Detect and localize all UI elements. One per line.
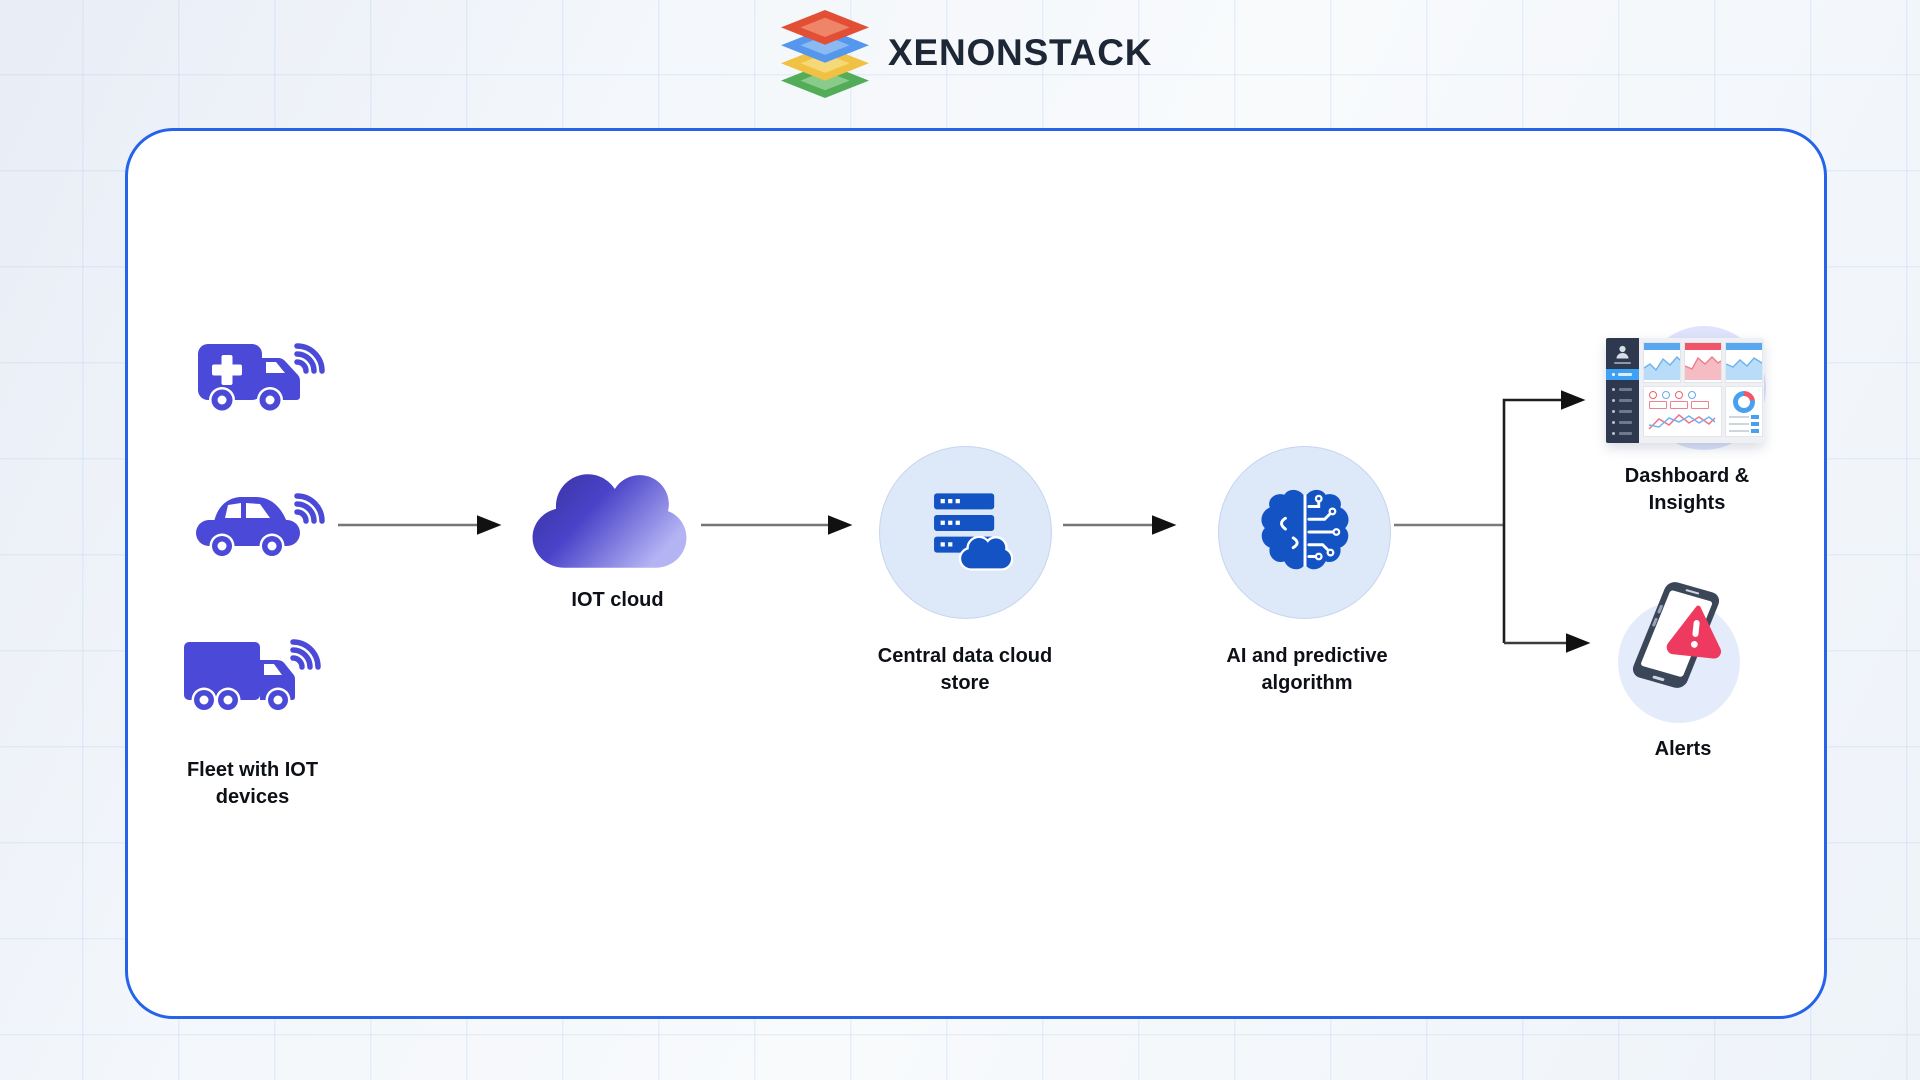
truck-icon — [184, 639, 321, 713]
alert-warning-icon — [1666, 605, 1721, 659]
dashboard-content — [1639, 338, 1767, 443]
logo-layer-blue — [781, 27, 869, 63]
xenonstack-logo-icon — [781, 10, 869, 98]
mini-chart-card — [1643, 342, 1681, 383]
mini-report-card — [1643, 386, 1722, 437]
brand-title: XENONSTACK — [888, 32, 1153, 73]
wifi-icon — [294, 493, 325, 524]
dashboard-label: Dashboard & Insights — [1624, 465, 1750, 514]
edge-branch-to-dashboard — [1502, 390, 1586, 643]
truck-wheels — [191, 687, 291, 713]
logo-layer-yellow — [781, 45, 869, 81]
ai-brain-icon — [1261, 489, 1349, 570]
ai-circuit-nodes — [1314, 494, 1341, 561]
user-avatar-icon — [1616, 345, 1629, 359]
central-store-circle — [879, 446, 1052, 619]
iot-cloud-label: IOT cloud — [571, 589, 664, 611]
dashboard-sidebar — [1606, 338, 1639, 443]
mini-donut-card — [1725, 386, 1763, 437]
dashboard-active-menu-item — [1606, 369, 1639, 380]
dashboard-mock — [1606, 338, 1764, 443]
alerts-label: Alerts — [1654, 738, 1712, 760]
donut-chart — [1733, 391, 1755, 413]
ambulance-wheels — [209, 387, 283, 413]
wifi-icon — [294, 343, 325, 374]
ai-label: AI and predictive algorithm — [1226, 645, 1388, 694]
mini-chart-card — [1684, 342, 1722, 383]
server-cloud-icon — [934, 493, 1013, 571]
central-store-label: Central data cloud store — [877, 645, 1053, 694]
car-wheels — [209, 533, 285, 559]
iot-cloud-icon — [532, 474, 687, 568]
car-icon — [196, 493, 325, 559]
ambulance-icon — [198, 343, 325, 413]
mini-chart-card — [1725, 342, 1763, 383]
fleet-label: Fleet with IOT devices — [186, 759, 319, 808]
wifi-icon — [290, 639, 321, 670]
